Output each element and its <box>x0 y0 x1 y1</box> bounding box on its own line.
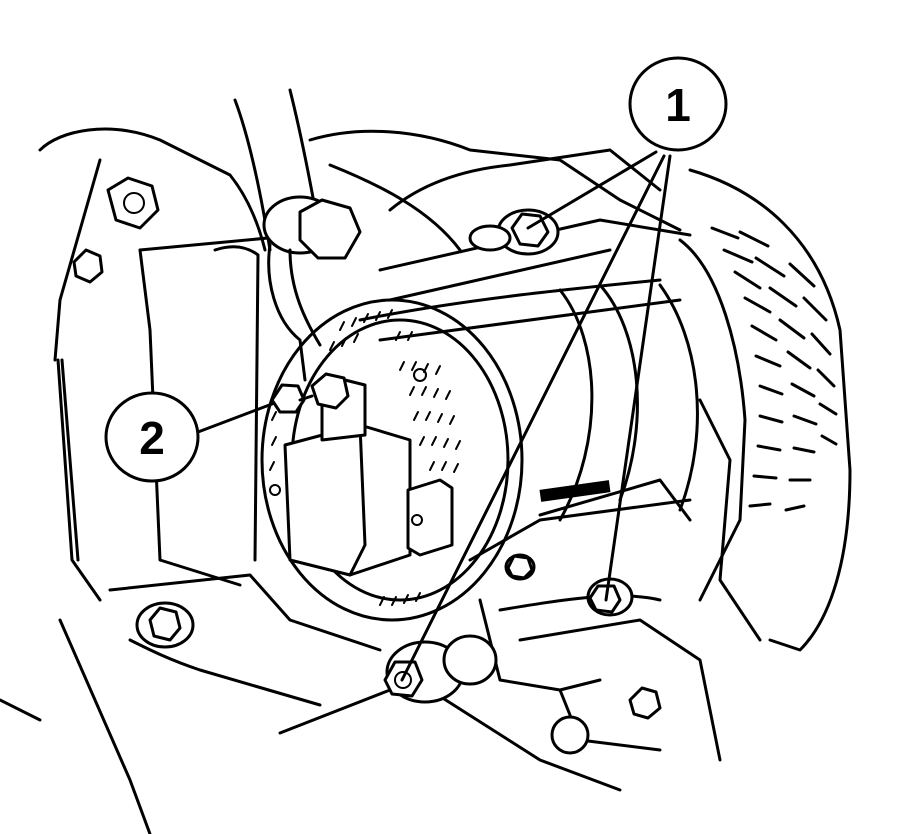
fan-shroud <box>678 168 852 652</box>
callout-1: 1 <box>628 56 728 152</box>
lower-bracket <box>383 553 722 792</box>
alternator-body <box>260 278 699 622</box>
regulator-block <box>270 372 454 577</box>
callout-2: 2 <box>104 391 200 483</box>
callout-1-label: 1 <box>665 79 691 131</box>
engine-block <box>0 88 392 834</box>
battery-terminal-bolt <box>262 195 362 382</box>
callout-2-label: 2 <box>139 412 165 464</box>
alternator-bracket <box>308 129 692 302</box>
callout-leaders <box>196 150 672 682</box>
